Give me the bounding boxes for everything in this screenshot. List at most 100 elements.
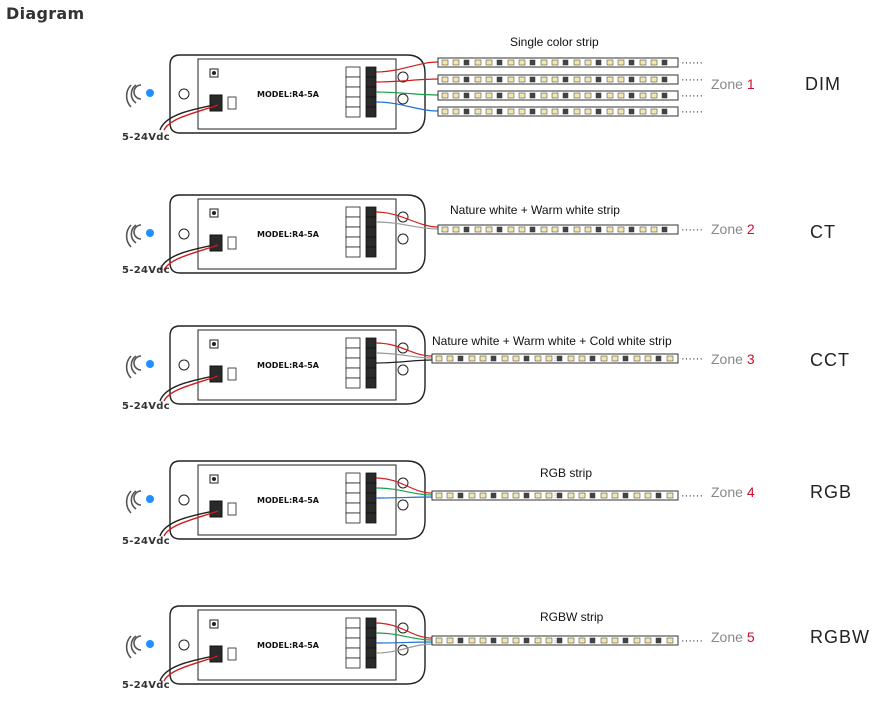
wireless-signal-icon bbox=[125, 490, 154, 514]
led-chip bbox=[633, 492, 641, 499]
led-chip bbox=[617, 92, 625, 99]
led-chip bbox=[573, 76, 581, 83]
led-chip bbox=[540, 92, 548, 99]
output-wire-green bbox=[375, 632, 433, 641]
led-chip bbox=[584, 76, 592, 83]
led-chip bbox=[446, 492, 454, 499]
resistor bbox=[529, 226, 536, 233]
controller-wiring-diagram: MODEL:R4-5A ······ bbox=[125, 194, 703, 274]
led-chip bbox=[578, 637, 586, 644]
controller-panel bbox=[197, 58, 397, 130]
input-terminal bbox=[209, 645, 223, 663]
led-chip bbox=[441, 59, 449, 66]
resistor bbox=[463, 76, 470, 83]
resistor bbox=[589, 355, 596, 362]
led-chip bbox=[507, 226, 515, 233]
led-chip bbox=[446, 355, 454, 362]
led-chip bbox=[606, 108, 614, 115]
input-terminal bbox=[209, 234, 223, 252]
wireless-signal-icon bbox=[125, 224, 154, 248]
resistor bbox=[457, 492, 464, 499]
zone-label: Zone 1 bbox=[711, 76, 755, 92]
controller-panel bbox=[197, 329, 397, 401]
led-strip: ······ bbox=[437, 224, 703, 236]
button-dot bbox=[212, 211, 216, 215]
led-chip bbox=[518, 76, 526, 83]
power-wire-negative bbox=[159, 104, 215, 131]
resistor bbox=[655, 492, 662, 499]
resistor bbox=[529, 108, 536, 115]
input-terminal bbox=[209, 365, 223, 383]
led-chip bbox=[666, 637, 674, 644]
led-chip bbox=[606, 92, 614, 99]
led-strip: ······ bbox=[437, 57, 703, 69]
mode-label: RGB bbox=[810, 482, 853, 502]
model-label: MODEL:R4-5A bbox=[257, 90, 320, 99]
resistor bbox=[562, 226, 569, 233]
zone-number: 1 bbox=[746, 76, 755, 92]
mount-hole bbox=[397, 364, 409, 376]
resistor bbox=[655, 355, 662, 362]
wiring-row-cct: MODEL:R4-5A······ 5-24Vdc Nature white +… bbox=[0, 316, 873, 446]
led-chip bbox=[644, 492, 652, 499]
mount-hole bbox=[178, 88, 190, 100]
led-strip: ······ bbox=[437, 90, 703, 102]
resistor bbox=[595, 76, 602, 83]
power-wire-negative bbox=[159, 244, 215, 271]
strip-label: Nature white + Warm white strip bbox=[450, 203, 620, 217]
output-wire-white bbox=[375, 221, 439, 230]
continuation-dots: ······ bbox=[681, 57, 703, 69]
continuation-dots: ······ bbox=[681, 490, 703, 502]
led-chip bbox=[452, 76, 460, 83]
resistor bbox=[628, 76, 635, 83]
zone-prefix: Zone bbox=[711, 221, 743, 237]
zone-prefix: Zone bbox=[711, 76, 743, 92]
voltage-label: 5-24Vdc bbox=[122, 401, 170, 412]
led-chip bbox=[518, 92, 526, 99]
power-wire-negative bbox=[159, 510, 215, 537]
led-chip bbox=[540, 108, 548, 115]
led-chip bbox=[551, 108, 559, 115]
led-chip bbox=[507, 92, 515, 99]
zone-prefix: Zone bbox=[711, 351, 743, 367]
voltage-label: 5-24Vdc bbox=[122, 265, 170, 276]
mount-hole bbox=[397, 499, 409, 511]
led-chip bbox=[567, 637, 575, 644]
resistor bbox=[490, 637, 497, 644]
led-chip bbox=[507, 108, 515, 115]
controller-wiring-diagram: MODEL:R4-5A······ bbox=[125, 325, 703, 405]
continuation-dots: ······ bbox=[681, 353, 703, 365]
led-strip: ······ bbox=[431, 635, 703, 647]
led-chip bbox=[606, 76, 614, 83]
power-wire-negative bbox=[159, 375, 215, 402]
led-chip bbox=[518, 108, 526, 115]
mount-hole bbox=[397, 477, 409, 489]
led-chip bbox=[584, 226, 592, 233]
led-chip bbox=[468, 355, 476, 362]
output-wire-blue bbox=[375, 641, 433, 644]
output-wire-black bbox=[375, 359, 433, 364]
led-chip bbox=[573, 108, 581, 115]
zone-label: Zone 5 bbox=[711, 629, 755, 645]
resistor bbox=[589, 637, 596, 644]
led-chip bbox=[650, 76, 658, 83]
led-chip bbox=[518, 226, 526, 233]
led-chip bbox=[446, 637, 454, 644]
led-chip bbox=[567, 492, 575, 499]
power-wire-positive bbox=[163, 655, 219, 682]
resistor bbox=[595, 108, 602, 115]
led-chip bbox=[617, 226, 625, 233]
zone-label: Zone 3 bbox=[711, 351, 755, 367]
continuation-dots: ······ bbox=[681, 224, 703, 236]
led-chip bbox=[507, 59, 515, 66]
led-chip bbox=[479, 355, 487, 362]
controller-group: MODEL:R4-5A bbox=[125, 194, 439, 274]
page-title: Diagram bbox=[6, 4, 85, 23]
resistor bbox=[562, 59, 569, 66]
led-chip bbox=[512, 637, 520, 644]
led-chip bbox=[639, 76, 647, 83]
led-chip bbox=[474, 59, 482, 66]
controller-panel bbox=[197, 464, 397, 536]
led-chip bbox=[600, 492, 608, 499]
output-wire-blue bbox=[375, 101, 439, 112]
